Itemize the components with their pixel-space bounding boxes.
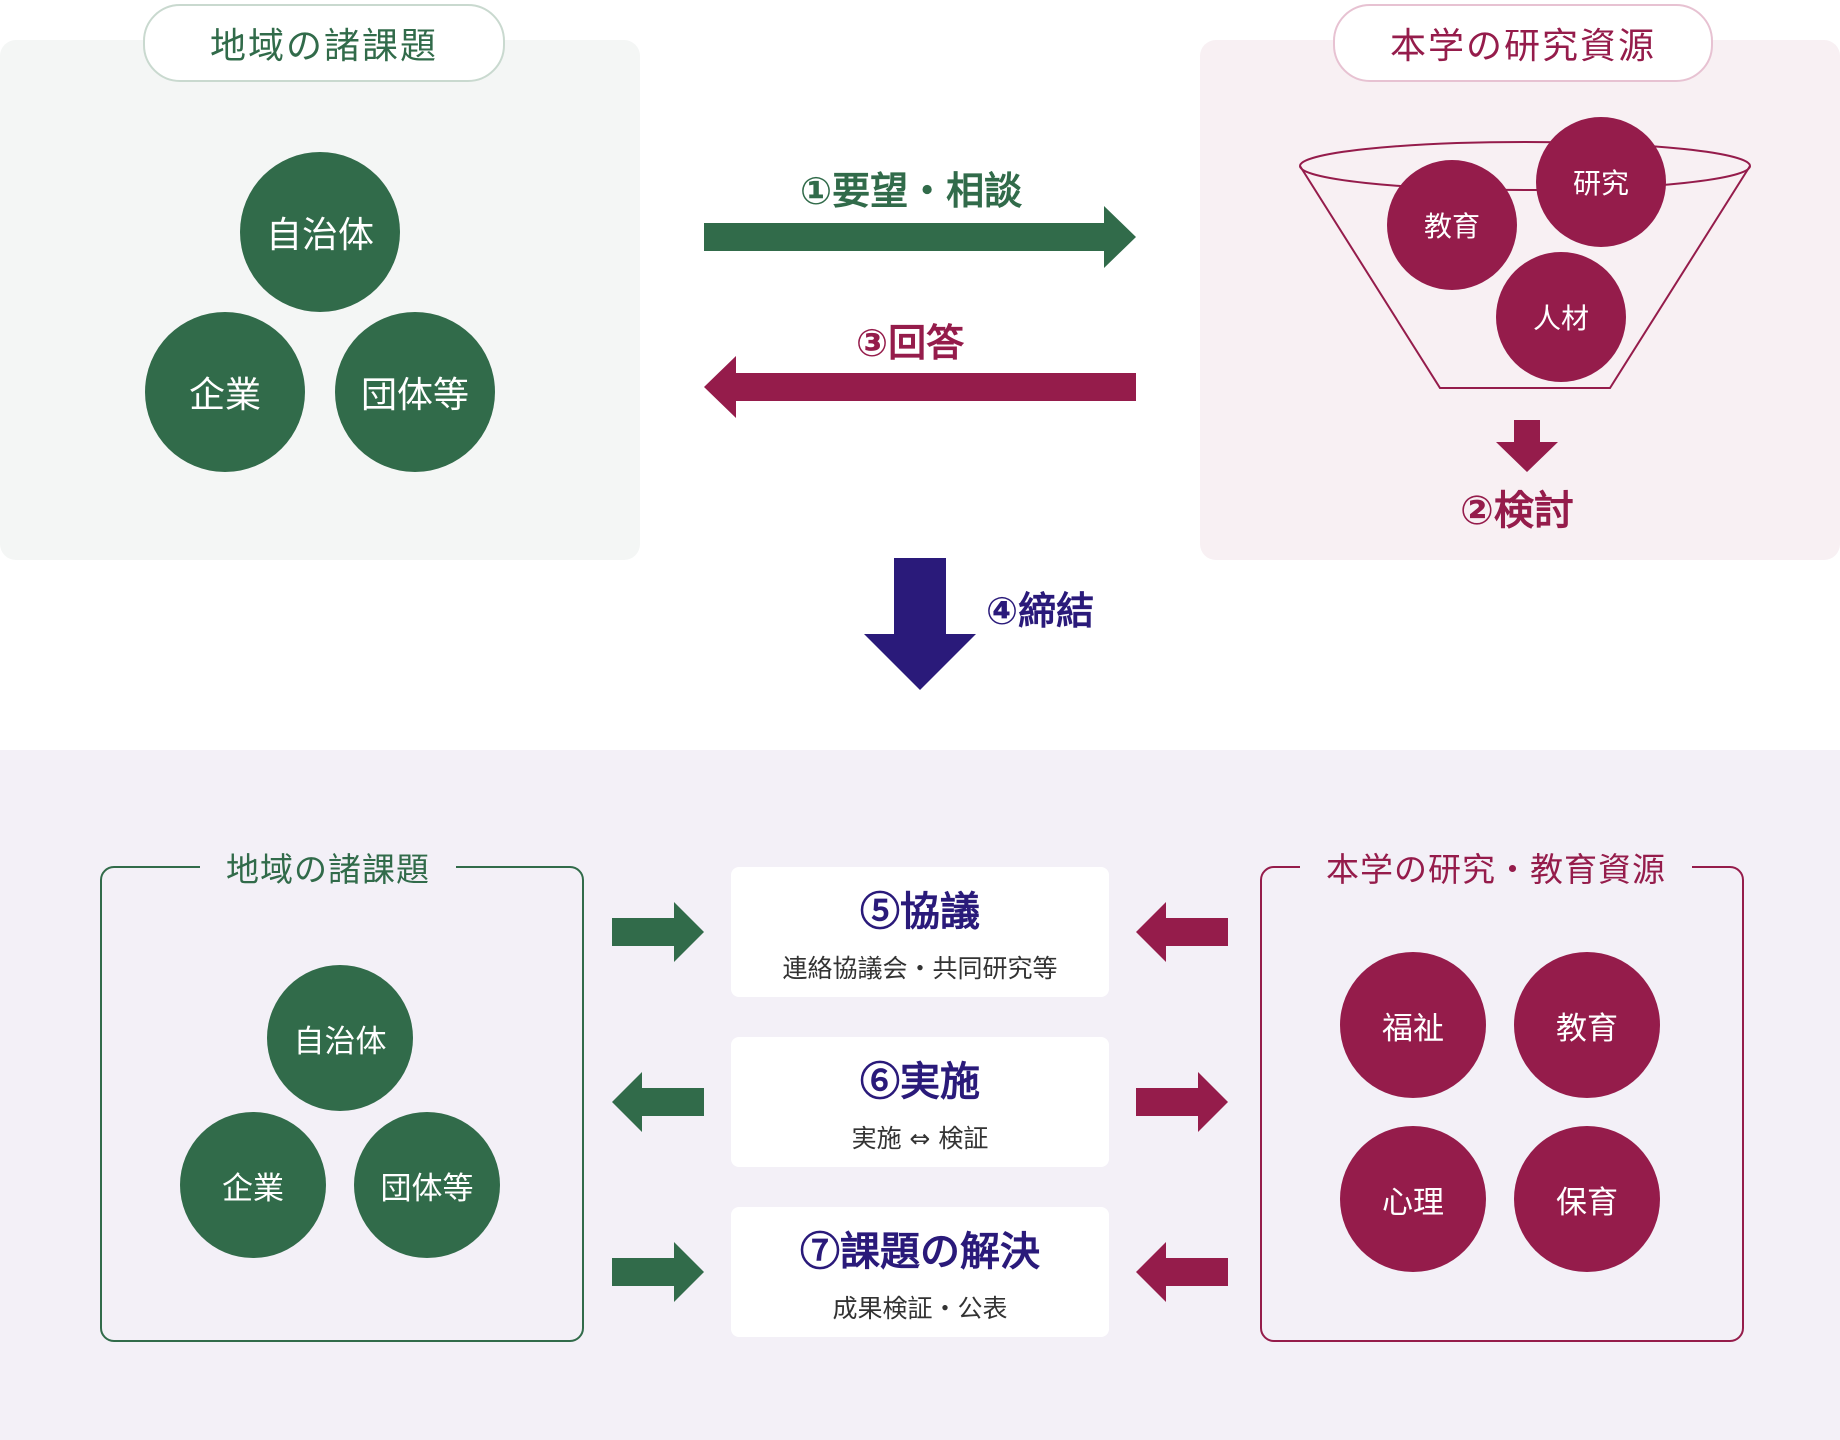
step-consultation: ⑤協議 連絡協議会・共同研究等 — [731, 867, 1109, 997]
conclude-label: ④締結 — [986, 589, 1095, 633]
regional-issues-title: 地域の諸課題 — [143, 4, 505, 82]
regional-issues-frame-title: 地域の諸課題 — [200, 844, 456, 890]
circle-childcare: 保育 — [1514, 1126, 1660, 1272]
step-implementation-title: ⑥実施 — [860, 1058, 980, 1105]
circle-education: 教育 — [1387, 160, 1517, 290]
step-consultation-title: ⑤協議 — [860, 888, 980, 935]
conclude-arrow-icon — [864, 558, 976, 690]
crimson-arrow-right-icon — [1136, 1072, 1228, 1132]
green-arrow-right-icon — [612, 1242, 704, 1302]
reply-arrow-icon — [704, 356, 1136, 418]
university-resources-frame-title: 本学の研究・教育資源 — [1300, 844, 1692, 890]
reply-label: ③回答 — [856, 321, 965, 365]
circle-research: 研究 — [1536, 117, 1666, 247]
university-resources-title: 本学の研究資源 — [1333, 4, 1713, 82]
circle-municipality: 自治体 — [267, 965, 413, 1111]
circle-company: 企業 — [180, 1112, 326, 1258]
circle-company: 企業 — [145, 312, 305, 472]
green-arrow-right-icon — [612, 902, 704, 962]
request-label: ①要望・相談 — [800, 169, 1023, 213]
step-resolution: ⑦課題の解決 成果検証・公表 — [731, 1207, 1109, 1337]
crimson-arrow-left-icon — [1136, 902, 1228, 962]
circle-organization: 団体等 — [335, 312, 495, 472]
university-resources-frame — [1260, 866, 1744, 1342]
review-label: ②検討 — [1460, 488, 1574, 534]
circle-human-resources: 人材 — [1496, 252, 1626, 382]
step-implementation-subtitle: 実施 ⇔ 検証 — [851, 1124, 989, 1153]
step-consultation-subtitle: 連絡協議会・共同研究等 — [782, 954, 1058, 983]
step-resolution-subtitle: 成果検証・公表 — [832, 1294, 1008, 1323]
step-implementation: ⑥実施 実施 ⇔ 検証 — [731, 1037, 1109, 1167]
funnel-icon — [1299, 141, 1751, 389]
request-arrow-icon — [704, 206, 1136, 268]
step-resolution-title: ⑦課題の解決 — [800, 1228, 1040, 1275]
green-arrow-left-icon — [612, 1072, 704, 1132]
circle-municipality: 自治体 — [240, 152, 400, 312]
circle-organization: 団体等 — [354, 1112, 500, 1258]
circle-education: 教育 — [1514, 952, 1660, 1098]
circle-welfare: 福祉 — [1340, 952, 1486, 1098]
circle-psychology: 心理 — [1340, 1126, 1486, 1272]
crimson-arrow-left-icon — [1136, 1242, 1228, 1302]
review-arrow-icon — [1496, 420, 1558, 472]
